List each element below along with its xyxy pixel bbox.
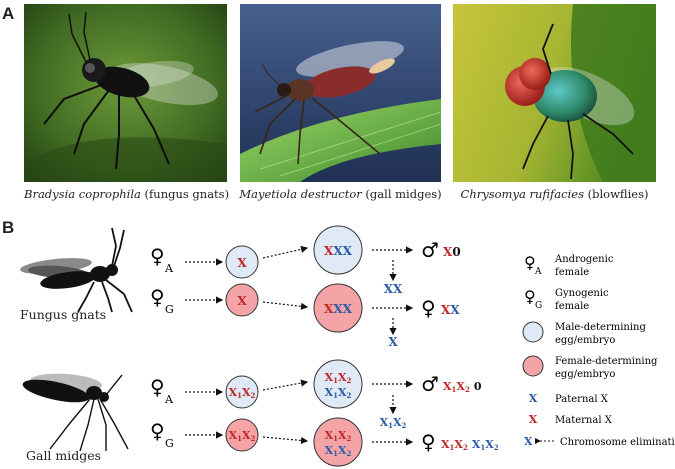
svg-text:X: X <box>388 335 398 349</box>
svg-text:♀: ♀ <box>150 419 165 443</box>
gall-midge-photo <box>240 4 441 182</box>
svg-text:X1X2: X1X2 <box>325 429 352 443</box>
female-egg-fungus <box>225 283 259 317</box>
fungus-gnat-photo <box>24 4 227 182</box>
svg-text:X1X2: X1X2 <box>325 371 352 385</box>
svg-text:♀: ♀ <box>150 375 165 399</box>
female-egg-midge <box>225 418 259 452</box>
svg-text:Male-determining: Male-determining <box>555 322 646 333</box>
fungus-gnat-silhouette <box>20 227 133 313</box>
legend-male-circle <box>522 321 544 343</box>
svg-text:XX: XX <box>384 282 403 296</box>
svg-text:Maternal X: Maternal X <box>555 415 613 426</box>
male-egg-fungus <box>225 245 259 279</box>
svg-text:G: G <box>165 437 174 450</box>
svg-text:X: X <box>237 256 247 270</box>
male-egg-midge <box>225 375 259 409</box>
female-symbol-a-fungus: ♀ <box>150 244 165 268</box>
svg-text:XX: XX <box>441 303 460 317</box>
male-embryo-midge <box>313 359 363 409</box>
svg-text:G: G <box>535 301 542 311</box>
svg-text:X1X2: X1X2 <box>325 444 352 458</box>
svg-text:♂: ♂ <box>421 372 439 396</box>
svg-text:X: X <box>529 392 538 405</box>
svg-text:♀: ♀ <box>421 430 436 454</box>
svg-text:female: female <box>555 301 589 312</box>
legend-female-circle <box>522 355 544 377</box>
svg-text:♂: ♂ <box>421 238 439 262</box>
svg-text:egg/embryo: egg/embryo <box>555 369 615 380</box>
svg-text:X: X <box>529 413 538 426</box>
gall-midge-silhouette <box>22 373 129 451</box>
group-label-fungus-gnats: Fungus gnats <box>20 307 107 322</box>
svg-text:A: A <box>164 262 174 275</box>
svg-text:Gynogenic: Gynogenic <box>555 288 609 299</box>
svg-text:X: X <box>237 294 247 308</box>
svg-text:X1X2: X1X2 <box>229 429 256 443</box>
svg-text:Female-determining: Female-determining <box>555 356 658 367</box>
svg-text:egg/embryo: egg/embryo <box>555 335 615 346</box>
blowfly-photo <box>453 4 656 182</box>
female-embryo-midge <box>313 417 363 467</box>
svg-text:♀: ♀ <box>524 253 536 272</box>
svg-text:female: female <box>555 267 589 278</box>
svg-text:X1X2: X1X2 <box>325 386 352 400</box>
caption-fungus-gnats: Bradysia coprophila (fungus gnats) <box>24 187 230 201</box>
panel-letter-b: B <box>2 218 15 237</box>
panel-letter-a: A <box>2 4 15 23</box>
svg-text:♀: ♀ <box>421 296 436 320</box>
male-embryo-fungus <box>313 225 363 275</box>
legend: ♀ A Androgenic female ♀ G Gynogenic fema… <box>522 253 675 448</box>
svg-text:A: A <box>534 267 542 277</box>
svg-text:♀: ♀ <box>524 287 536 306</box>
svg-text:Paternal X: Paternal X <box>555 394 609 405</box>
caption-gall-midges: Mayetiola destructor (gall midges) <box>239 187 442 201</box>
female-embryo-fungus <box>313 283 363 333</box>
svg-text:♀: ♀ <box>150 285 165 309</box>
caption-blowflies: Chrysomya rufifacies (blowflies) <box>460 187 649 201</box>
svg-text:Chromosome elimination: Chromosome elimination <box>560 437 675 448</box>
svg-text:X0: X0 <box>443 245 461 259</box>
svg-text:X: X <box>524 435 533 448</box>
svg-text:X1X2: X1X2 <box>229 386 256 400</box>
group-label-gall-midges: Gall midges <box>26 448 102 463</box>
svg-text:XXX: XXX <box>324 302 353 316</box>
svg-text:G: G <box>165 303 174 316</box>
svg-text:X1X2: X1X2 <box>380 416 407 430</box>
svg-text:XXX: XXX <box>324 244 353 258</box>
svg-text:A: A <box>164 393 174 406</box>
svg-text:Androgenic: Androgenic <box>554 254 614 265</box>
